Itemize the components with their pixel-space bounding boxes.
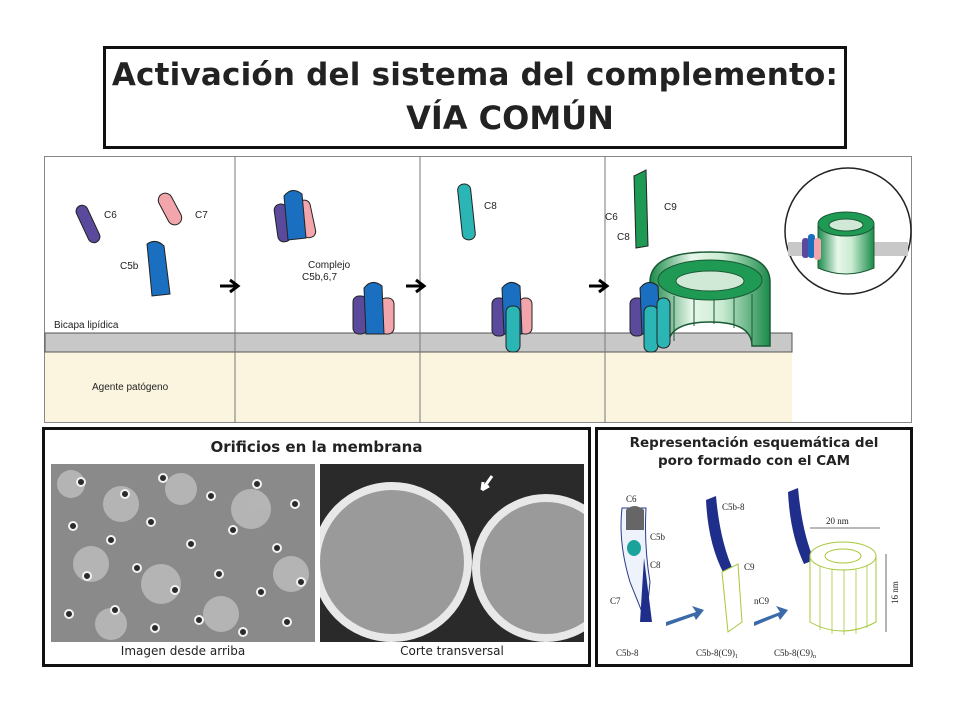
pore-cylinder-opening <box>824 548 862 564</box>
c6-label: C6 <box>104 210 117 221</box>
pathogen-region <box>45 352 792 422</box>
sch-height-label: 16 nm <box>890 581 900 604</box>
caption-top-view: Imagen desde arriba <box>120 644 246 658</box>
lipid-bilayer <box>44 332 793 353</box>
caption-cross-section: Corte transversal <box>400 644 504 658</box>
complement-pathway-diagram: C6 C7 C5b Bicapa lipídica Agente patógen… <box>44 156 912 423</box>
sch-c5b8-label-bottom: C5b-8 <box>616 648 639 658</box>
sch-c5b-label: C5b <box>650 532 666 542</box>
c8-protein <box>656 297 671 349</box>
arrow-icon <box>406 278 427 294</box>
c9-protein <box>633 169 649 249</box>
c5b-protein <box>283 190 307 241</box>
arrow-icon <box>666 606 704 626</box>
title-box: Activación del sistema del complemento: … <box>103 46 847 149</box>
inset-pore-opening <box>828 218 864 232</box>
sch-c5b8c9-label: C5b-8(C9)1 <box>696 648 738 660</box>
membrane-holes-panel: Orificios en la membrana Imagen desde ar… <box>42 427 591 667</box>
pore-cylinder <box>809 556 877 632</box>
sch-c5b8-label-top: C5b-8 <box>722 502 745 512</box>
c8-label-panel4: C8 <box>617 232 630 243</box>
sch-width-label: 20 nm <box>826 516 849 526</box>
arrow-icon <box>589 278 610 294</box>
pore-schematic-diagram: C6 C5b C8 C7 C5b-8 C5b-8 C9 C5b-8(C9)1 n… <box>604 472 904 662</box>
pore-schematic-panel: Representación esquemática del poro form… <box>595 427 913 667</box>
pore-staves <box>819 566 868 635</box>
arrow-icon <box>754 606 788 626</box>
title-line-1: Activación del sistema del complemento: <box>111 57 839 93</box>
top-view-micrograph <box>51 464 315 642</box>
inset-c5b <box>808 234 815 258</box>
inset-c6 <box>802 238 809 258</box>
c5b-protein <box>363 282 385 335</box>
bilayer-label: Bicapa lipídica <box>54 320 119 331</box>
c8-protein <box>505 305 521 353</box>
c8-protein <box>457 183 476 241</box>
sch-c5b8c9n-label: C5b-8(C9)n <box>774 648 816 660</box>
title-line-2: VÍA COMÚN <box>406 99 614 137</box>
c7-label: C7 <box>195 210 208 221</box>
mac-pore-opening <box>675 270 745 292</box>
sch-c7-label: C7 <box>610 596 621 606</box>
complex-label-2: C5b,6,7 <box>302 272 337 283</box>
inset-pore <box>817 225 875 275</box>
c6-shape <box>626 506 644 530</box>
c8-label: C8 <box>484 201 497 212</box>
c9-label: C9 <box>664 202 677 213</box>
sch-c8-label: C8 <box>650 560 661 570</box>
schematic-heading-2: poro formado con el CAM <box>657 453 851 469</box>
sch-c9-label: C9 <box>744 562 755 572</box>
complex-label-1: Complejo <box>308 260 351 271</box>
pore-segment-lines <box>673 294 753 344</box>
c8-shape <box>640 558 652 622</box>
pathogen-label: Agente patógeno <box>92 382 169 393</box>
c8-protein <box>643 305 659 353</box>
schematic-heading-1: Representación esquemática del <box>629 435 879 451</box>
inset-c7 <box>814 238 821 260</box>
c5b-protein <box>146 240 171 297</box>
c5b-shape <box>627 540 641 556</box>
c5b8-shape <box>788 488 814 564</box>
c9-monomer <box>721 563 743 633</box>
c7-protein <box>157 192 183 226</box>
pore-arrow-icon <box>480 475 494 492</box>
membrane-holes-heading: Orificios en la membrana <box>210 438 423 456</box>
sch-c6-label: C6 <box>626 494 637 504</box>
c6-protein <box>75 204 101 244</box>
c5b-label: C5b <box>120 261 139 272</box>
arrow-icon <box>220 278 241 294</box>
cross-section-micrograph <box>320 464 584 642</box>
c5b8-shape <box>706 496 734 574</box>
c6-label-panel4: C6 <box>605 212 618 223</box>
sch-nc9-label: nC9 <box>754 596 770 606</box>
